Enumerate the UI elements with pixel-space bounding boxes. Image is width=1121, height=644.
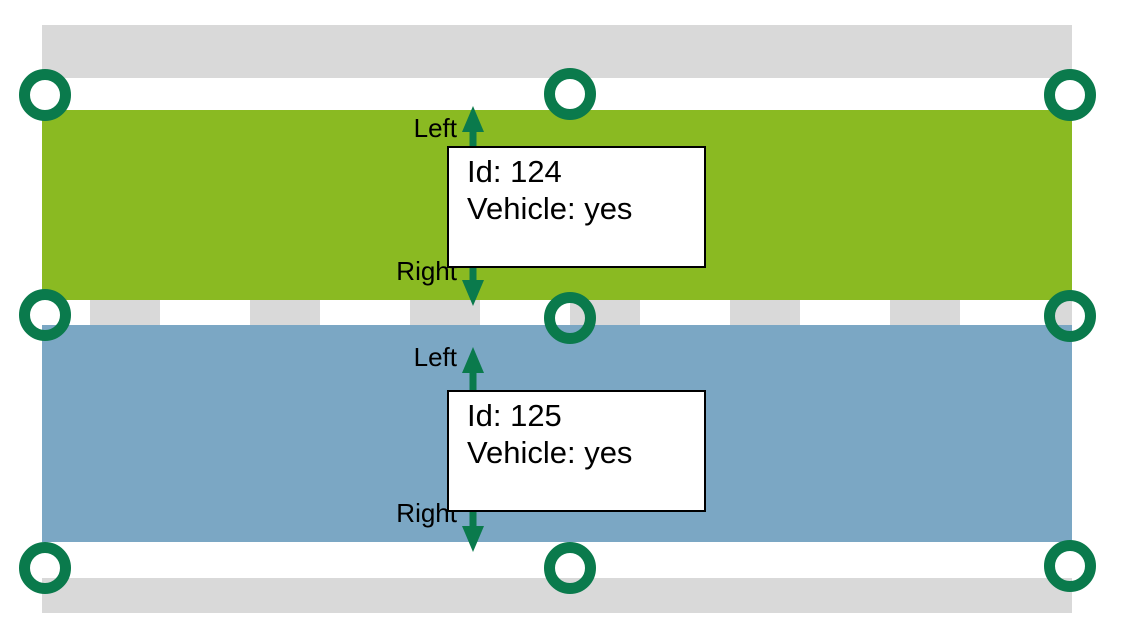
node-top-center[interactable] <box>544 68 596 120</box>
arrow-left-125-head <box>462 347 484 373</box>
arrow-left-124-head <box>462 106 484 132</box>
boundary-label-left-125: Left <box>413 342 457 372</box>
node-bottom-right[interactable] <box>1044 540 1096 592</box>
arrow-right-124-head <box>462 280 484 306</box>
node-top-left[interactable] <box>19 69 71 121</box>
lane-info-box-125[interactable]: Id: 125 Vehicle: yes <box>447 390 706 512</box>
node-top-right[interactable] <box>1044 69 1096 121</box>
boundary-label-right-124: Right <box>396 256 457 286</box>
arrow-right-125-head <box>462 526 484 552</box>
node-bottom-left[interactable] <box>19 542 71 594</box>
node-mid-right[interactable] <box>1044 290 1096 342</box>
lane-vehicle-text: Vehicle: yes <box>467 190 633 226</box>
lane-vehicle-text: Vehicle: yes <box>467 434 633 470</box>
node-mid-center[interactable] <box>544 292 596 344</box>
lane-info-box-124[interactable]: Id: 124 Vehicle: yes <box>447 146 706 268</box>
boundary-label-right-125: Right <box>396 498 457 528</box>
node-bottom-center[interactable] <box>544 542 596 594</box>
node-mid-left[interactable] <box>19 289 71 341</box>
lane-id-text: Id: 125 <box>467 398 562 433</box>
lane-id-text: Id: 124 <box>467 154 562 189</box>
boundary-label-left-124: Left <box>413 113 457 143</box>
lane-node-markers <box>19 68 1096 594</box>
